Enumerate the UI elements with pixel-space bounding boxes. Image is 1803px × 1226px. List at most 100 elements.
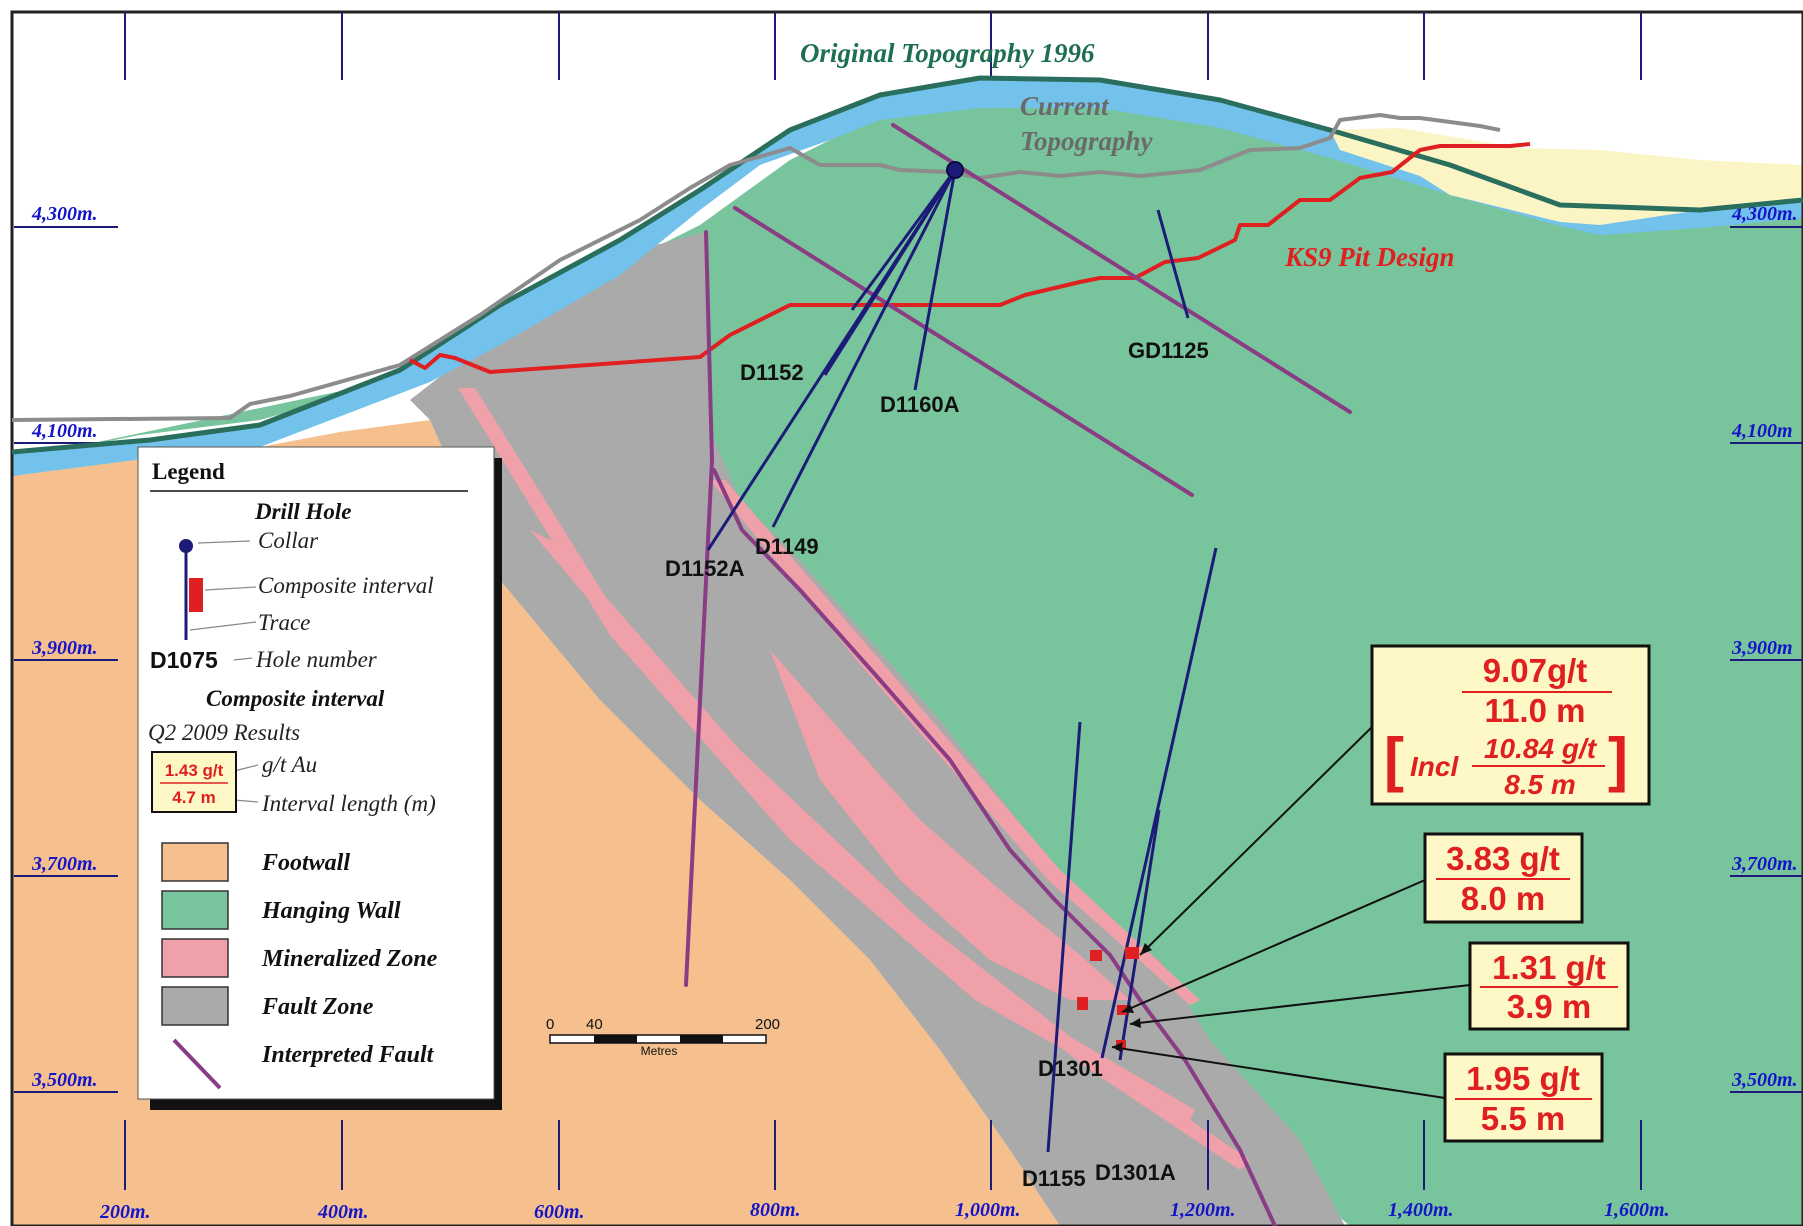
legend-hole-number-label: Hole number: [255, 647, 378, 672]
scale-tick-label: 40: [586, 1016, 603, 1033]
interpreted-fault: [733, 206, 1194, 497]
mineralized-zone-strand-3: [710, 480, 1200, 1005]
legend-leader: [233, 657, 253, 661]
scale-tick-label: 200: [755, 1016, 780, 1033]
result-length: 8.0 m: [1461, 880, 1545, 917]
elevation-label: 4,300m.: [31, 203, 98, 225]
hole-labels: D1152 D1160A GD1125 D1152A D1149 D1301 D…: [665, 338, 1209, 1191]
hole-label: D1152: [740, 360, 804, 385]
drill-hole-trace: [913, 169, 957, 391]
callout-arrow: [1121, 879, 1426, 1013]
interpreted-fault: [891, 123, 1352, 414]
legend-sample-box: [151, 751, 237, 813]
easting-label: 600m.: [534, 1201, 585, 1223]
incl-length: 8.5 m: [1504, 769, 1576, 800]
arrowhead: [1140, 943, 1152, 955]
legend-collar-label: Collar: [258, 528, 319, 553]
legend-leader: [233, 764, 259, 772]
arrowhead: [1112, 1042, 1123, 1052]
grid-ticks: [14, 12, 1803, 1190]
composite-interval-marker: [1125, 947, 1139, 959]
arrowhead: [1130, 1018, 1141, 1028]
legend-leader: [197, 540, 251, 544]
legend-fault-zone-label: Fault Zone: [261, 994, 374, 1020]
legend-fault-symbol: [172, 1038, 222, 1090]
easting-label: 400m.: [317, 1201, 369, 1223]
fault-zone-area: [410, 232, 1345, 1226]
hole-label: D1149: [755, 534, 819, 559]
result-length: 11.0 m: [1485, 692, 1586, 729]
legend-interval-length-label: Interval length (m): [261, 791, 436, 816]
legend-hole-number-example: D1075: [150, 647, 218, 673]
result-callout-arrows: [1111, 726, 1471, 1099]
hole-label: D1155: [1022, 1166, 1086, 1191]
drill-hole-trace: [1118, 809, 1161, 1061]
easting-label: 1,600m.: [1604, 1199, 1670, 1221]
legend-title: Legend: [152, 459, 225, 484]
pit-design-label: KS9 Pit Design: [1284, 242, 1455, 272]
elevation-label: 3,900m.: [31, 637, 98, 659]
composite-interval-marker: [1117, 1005, 1127, 1015]
hole-label: GD1125: [1128, 338, 1209, 363]
drill-hole-trace: [706, 169, 957, 551]
callout-arrow: [1129, 984, 1471, 1025]
composite-interval-marker: [1077, 997, 1088, 1010]
current-topography-label: Topography: [1020, 126, 1154, 156]
legend-sample-grade: 1.43 g/t: [165, 761, 224, 780]
result-grade: 1.31 g/t: [1492, 949, 1606, 986]
legend-composite-symbol: [189, 578, 203, 612]
elevation-label: 3,500m.: [31, 1069, 98, 1091]
interpreted-fault: [684, 230, 715, 987]
scale-bar-segment: [680, 1035, 723, 1043]
elevation-label-right: 4,100m: [1731, 420, 1793, 442]
scale-tick-label: 0: [546, 1016, 554, 1033]
composite-interval-marker: [1090, 950, 1102, 961]
legend-trace-label: Trace: [258, 610, 310, 635]
grid-labels: 4,300m. 4,100m. 3,900m. 3,700m. 3,500m. …: [31, 203, 1798, 1223]
result-box-4: 1.95 g/t 5.5 m: [1443, 1052, 1604, 1143]
hole-label: D1301: [1038, 1056, 1103, 1081]
legend: Legend Drill Hole Collar Composite inter…: [137, 446, 502, 1110]
legend-sample-length: 4.7 m: [172, 788, 215, 807]
easting-label: 800m.: [750, 1199, 801, 1221]
easting-label: 200m.: [99, 1201, 151, 1223]
callout-arrow: [1111, 1046, 1446, 1099]
legend-quarter-label: Q2 2009 Results: [148, 720, 300, 745]
incl-bracket-left: [: [1384, 726, 1404, 793]
map-frame: [10, 10, 1803, 1226]
legend-swatch-fault-zone: [161, 986, 229, 1026]
result-grade: 9.07g/t: [1483, 652, 1588, 689]
elevation-label-right: 3,500m.: [1731, 1069, 1798, 1091]
legend-mineralized-label: Mineralized Zone: [261, 946, 438, 972]
result-box-1: 9.07g/t 11.0 m [ ] Incl 10.84 g/t 8.5 m: [1370, 644, 1651, 806]
legend-collar-symbol: [179, 539, 193, 553]
legend-hanging-wall-label: Hanging Wall: [261, 898, 401, 924]
drill-hole-trace: [1156, 209, 1190, 319]
drill-hole-trace: [771, 169, 957, 528]
drill-hole-trace: [1046, 721, 1082, 1153]
incl-label: Incl: [1410, 751, 1459, 782]
elevation-label-right: 3,900m: [1731, 637, 1793, 659]
result-box-frame: [1443, 1052, 1604, 1143]
scale-unit-label: Metres: [641, 1044, 678, 1058]
drill-hole-trace: [850, 169, 957, 311]
current-topography-label: Current: [1020, 91, 1110, 121]
legend-drill-hole-heading: Drill Hole: [254, 499, 351, 524]
result-length: 5.5 m: [1481, 1100, 1565, 1137]
result-box-frame: [1370, 644, 1651, 806]
current-topography-line: [11, 113, 1501, 422]
legend-leader: [204, 586, 257, 591]
legend-grade-unit-label: g/t Au: [262, 752, 317, 777]
legend-composite-heading: Composite interval: [206, 686, 385, 711]
drill-hole-trace: [1100, 547, 1218, 1059]
arrow-heads: [1112, 943, 1152, 1052]
result-grade: 3.83 g/t: [1446, 840, 1560, 877]
incl-bracket-right: ]: [1608, 726, 1628, 793]
result-box-2: 3.83 g/t 8.0 m: [1423, 832, 1584, 924]
result-grade: 1.95 g/t: [1466, 1060, 1580, 1097]
legend-footwall-label: Footwall: [261, 850, 350, 876]
mineralized-zone-strand-2: [530, 530, 1250, 1170]
legend-composite-label: Composite interval: [258, 573, 434, 598]
result-length: 3.9 m: [1507, 988, 1591, 1025]
